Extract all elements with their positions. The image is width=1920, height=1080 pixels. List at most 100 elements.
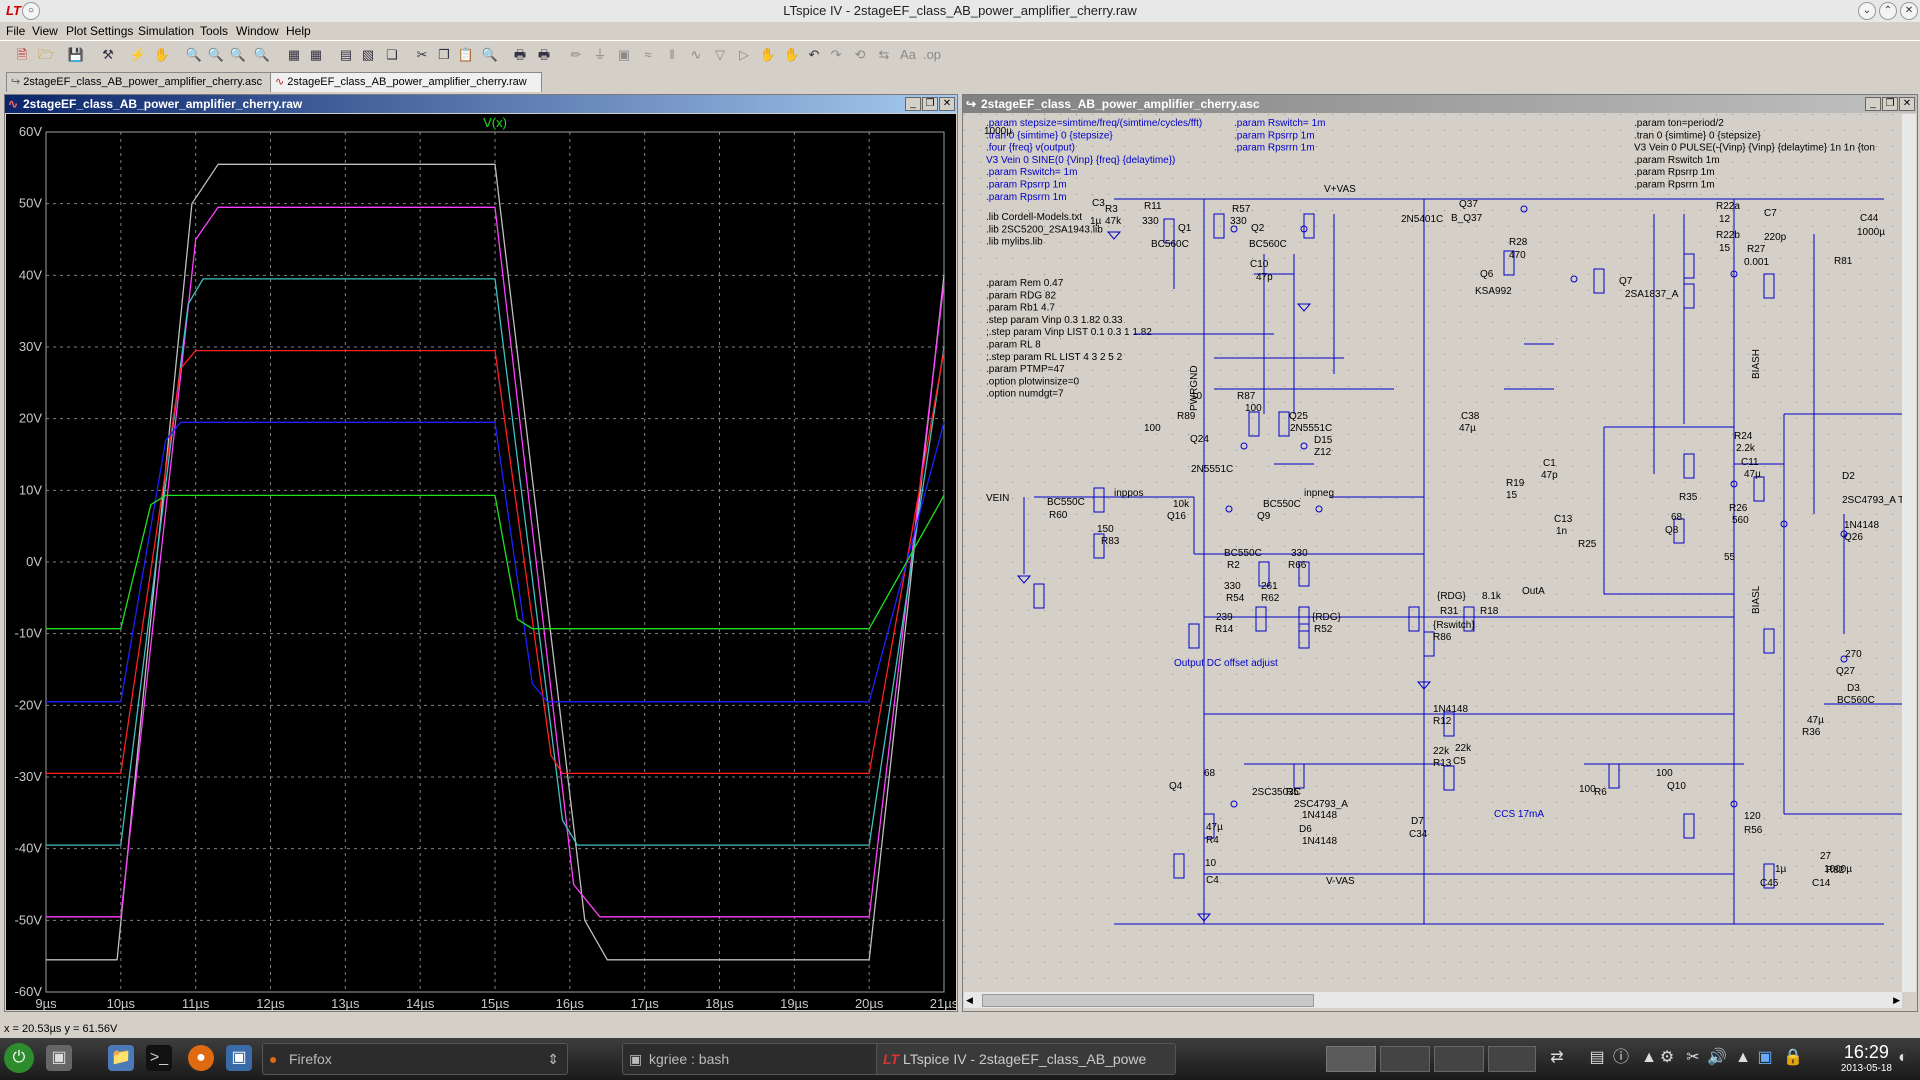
show-desktop-icon[interactable]: ◐: [1898, 1049, 1908, 1066]
param-text: .param RL 8: [986, 340, 1041, 351]
screen-icon[interactable]: ▣: [1757, 1049, 1773, 1066]
plot-minimize-button[interactable]: _: [905, 97, 921, 111]
window-title: LTspice IV - 2stageEF_class_AB_power_amp…: [783, 3, 1137, 18]
schematic-label: BC560C: [1249, 239, 1287, 250]
close-window-button[interactable]: ✕: [1900, 2, 1918, 20]
usb-icon[interactable]: ⇄: [1550, 1049, 1564, 1066]
file-manager-icon[interactable]: 📁: [108, 1045, 134, 1071]
rotate-icon[interactable]: ⟲: [854, 47, 866, 62]
scroll-left-arrow[interactable]: ◀: [966, 995, 973, 1005]
node-junction: [1730, 800, 1738, 808]
undo-icon[interactable]: ↶: [808, 47, 820, 62]
workspace-1[interactable]: [1326, 1046, 1376, 1072]
schematic-label: 47p: [1256, 272, 1273, 283]
tab-waveform[interactable]: ∿ 2stageEF_class_AB_power_amplifier_cher…: [270, 72, 542, 92]
schematic-close-button[interactable]: ✕: [1899, 97, 1915, 111]
workspace-switcher[interactable]: [1326, 1046, 1536, 1072]
volume-icon[interactable]: 🔊: [1707, 1049, 1727, 1066]
capacitor-icon[interactable]: ‖: [669, 47, 675, 62]
network-icon[interactable]: ▤: [1589, 1049, 1605, 1066]
resistor-icon[interactable]: ≈: [644, 47, 652, 62]
directive-text: .param Rpsrrn 1m: [1634, 180, 1715, 191]
resistor-symbol: [1408, 606, 1420, 632]
control-panel-icon[interactable]: ⚒: [102, 47, 114, 62]
workspace-2[interactable]: [1380, 1046, 1430, 1072]
ground-icon[interactable]: ⏚: [593, 47, 607, 62]
plot-settings-icon[interactable]: ▦: [309, 47, 323, 62]
menu-view[interactable]: View: [32, 24, 58, 38]
redo-icon[interactable]: ↷: [830, 47, 842, 62]
notifications-icon[interactable]: ▲: [1641, 1049, 1657, 1066]
print-preview-icon[interactable]: 🖶: [513, 47, 527, 62]
settings-icon[interactable]: ⚙: [1659, 1049, 1675, 1066]
info-icon[interactable]: ⓘ: [1612, 1049, 1629, 1066]
menu-file[interactable]: File: [6, 24, 26, 38]
firefox-icon[interactable]: ●: [188, 1045, 214, 1071]
diode-icon[interactable]: ▽: [715, 47, 725, 62]
copy-icon[interactable]: ❐: [438, 47, 450, 62]
workspace-4[interactable]: [1488, 1046, 1536, 1072]
taskbar-bash-button[interactable]: ▣ kgriee : bash: [622, 1043, 900, 1075]
drag-icon[interactable]: ✋: [783, 47, 801, 62]
draw-wire-icon[interactable]: ✏: [570, 47, 582, 62]
spice-directive-icon[interactable]: .op: [922, 47, 942, 62]
schematic-minimize-button[interactable]: _: [1865, 97, 1881, 111]
cut-icon[interactable]: ✂: [416, 47, 428, 62]
save-icon[interactable]: 💾: [67, 47, 85, 62]
menu-help[interactable]: Help: [286, 24, 311, 38]
mirror-icon[interactable]: ⇆: [878, 47, 890, 62]
paste-icon[interactable]: 📋: [457, 47, 475, 62]
new-schematic-icon[interactable]: 🗎: [16, 47, 28, 62]
tab-schematic[interactable]: ↪ 2stageEF_class_AB_power_amplifier_cher…: [6, 72, 276, 92]
find-icon[interactable]: 🔍: [481, 47, 499, 62]
terminal-icon[interactable]: >_: [146, 1045, 172, 1071]
lock-icon[interactable]: 🔒: [1783, 1049, 1803, 1066]
autorange-icon[interactable]: ▦: [287, 47, 301, 62]
tile-horizontal-icon[interactable]: ▧: [361, 47, 375, 62]
plot-restore-button[interactable]: ❐: [922, 97, 938, 111]
desktop-icon[interactable]: ▣: [46, 1045, 72, 1071]
y-tick-label: -50V: [15, 912, 43, 927]
run-icon[interactable]: ⚡: [129, 47, 147, 62]
text-icon[interactable]: Aa: [900, 47, 916, 62]
schematic-horizontal-scrollbar[interactable]: ◀ ▶: [964, 992, 1902, 1008]
maximize-button[interactable]: ⌃: [1879, 2, 1897, 20]
clock[interactable]: 16:29 2013-05-18: [1841, 1042, 1892, 1074]
open-icon[interactable]: 🗁: [37, 47, 55, 62]
taskbar-firefox-button[interactable]: ● Firefox ⇕: [262, 1043, 568, 1075]
schematic-vertical-scrollbar[interactable]: [1902, 114, 1916, 992]
schematic-restore-button[interactable]: ❐: [1882, 97, 1898, 111]
zoom-pan-icon[interactable]: 🔍: [207, 47, 225, 62]
menu-tools[interactable]: Tools: [200, 24, 229, 38]
schematic-canvas[interactable]: .param stepsize=simtime/freq/(simtime/cy…: [964, 114, 1902, 992]
y-tick-label: 0V: [26, 554, 42, 569]
display-icon[interactable]: ▣: [226, 1045, 252, 1071]
component-icon[interactable]: ▷: [739, 47, 749, 62]
zoom-fit-icon[interactable]: 🔍: [253, 47, 271, 62]
label-net-icon[interactable]: ▣: [617, 47, 631, 62]
tile-vertical-icon[interactable]: ▤: [339, 47, 353, 62]
menu-window[interactable]: Window: [236, 24, 279, 38]
move-icon[interactable]: ✋: [759, 47, 777, 62]
inductor-icon[interactable]: ∿: [690, 47, 702, 62]
schematic-label: D7: [1411, 816, 1424, 827]
minimize-button[interactable]: ⌄: [1858, 2, 1876, 20]
workspace-3[interactable]: [1434, 1046, 1484, 1072]
scroll-thumb[interactable]: [982, 994, 1314, 1007]
print-icon[interactable]: 🖶: [537, 47, 551, 62]
zoom-out-icon[interactable]: 🔍: [229, 47, 247, 62]
scroll-right-arrow[interactable]: ▶: [1893, 995, 1900, 1005]
window-menu-button[interactable]: ○: [22, 2, 40, 20]
menu-plot-settings[interactable]: Plot Settings: [66, 24, 134, 38]
zoom-in-icon[interactable]: 🔍: [185, 47, 203, 62]
schematic-label: 1N4148: [1302, 810, 1337, 821]
plot-close-button[interactable]: ✕: [939, 97, 955, 111]
cascade-icon[interactable]: ❏: [386, 47, 398, 62]
clipboard-icon[interactable]: ✂: [1686, 1049, 1700, 1066]
tray-expand-icon[interactable]: ▲: [1735, 1049, 1751, 1066]
taskbar-ltspice-button[interactable]: LT LTspice IV - 2stageEF_class_AB_powe: [876, 1043, 1176, 1075]
halt-icon[interactable]: ✋: [153, 47, 171, 62]
start-menu-icon[interactable]: ⏻: [4, 1043, 34, 1073]
menu-simulation[interactable]: Simulation: [138, 24, 195, 38]
